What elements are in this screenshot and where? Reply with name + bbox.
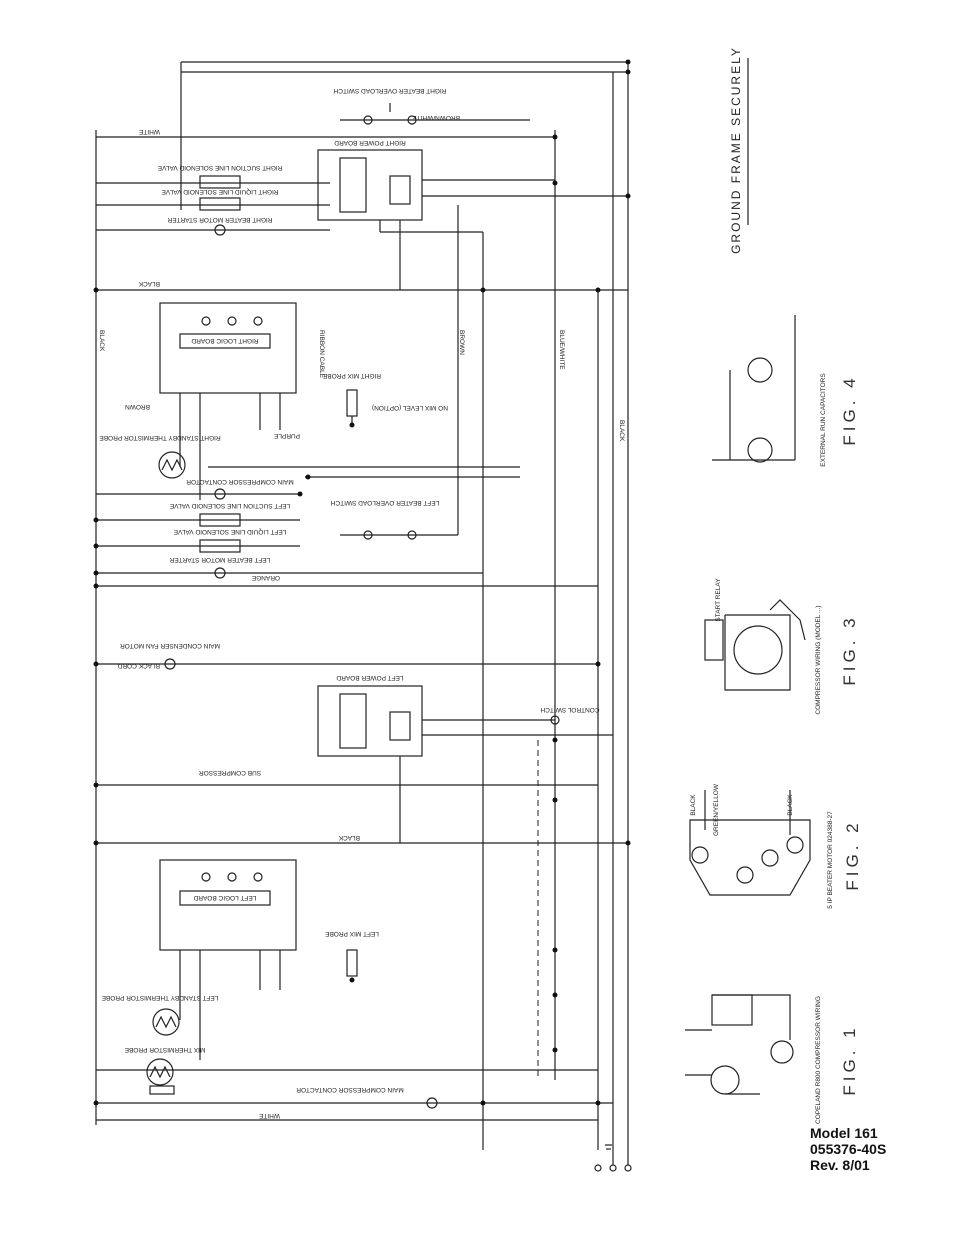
model-number: Model 161 (810, 1125, 878, 1141)
left-logic-board-label: LEFT LOGIC BOARD (193, 894, 256, 901)
fig2-caption: 5 IP BEATER MOTOR 024388-27 (827, 811, 834, 909)
mix-thermistor-probe: MIX THERMISTOR PROBE (124, 1046, 205, 1095)
right-overload-switch: RIGHT BEATER OVERLOAD SWITCH BROWN/WHITE (333, 87, 530, 125)
left-power-board-label: LEFT POWER BOARD (336, 674, 403, 681)
wire-black-vertical: BLACK (618, 420, 625, 442)
right-mix-probe: RIGHT MIX PROBE NO MIX LEVEL (OPTION) (322, 372, 448, 425)
condenser-fan-label: MAIN CONDENSER FAN MOTOR (120, 642, 220, 649)
condenser-fan: MAIN CONDENSER FAN MOTOR (120, 642, 220, 670)
left-beater-starter-label: LEFT BEATER MOTOR STARTER (169, 556, 270, 563)
main-contactor: MAIN COMPRESSOR CONTACTOR (296, 1086, 438, 1109)
left-suction-label: LEFT SUCTION LINE SOLENOID VALVE (169, 502, 290, 509)
ribbon-cable-label: RIBBON CABLE (318, 330, 325, 379)
ground-frame-text: GROUND FRAME SECURELY (729, 46, 743, 254)
fig1-group: COPELAND R800 COMPRESSOR WIRING FIG. 1 (685, 994, 859, 1124)
wire-brown-vertical: BROWN (458, 330, 465, 355)
fig3-relay: START RELAY (715, 578, 722, 622)
right-liquid-label: RIGHT LIQUID LINE SOLENOID VALVE (161, 188, 279, 195)
fig2-green-yellow: GREEN/YELLOW (713, 783, 720, 836)
fig1-label: FIG. 1 (840, 1024, 859, 1095)
right-suction-label: RIGHT SUCTION LINE SOLENOID VALVE (157, 164, 282, 171)
wire-orange-1: ORANGE (251, 574, 280, 581)
no-mix-level-label: NO MIX LEVEL (OPTION) (372, 404, 448, 411)
wire-white-1: WHITE (138, 128, 160, 135)
right-overload-label: RIGHT BEATER OVERLOAD SWITCH (333, 87, 446, 94)
fig4-label: FIG. 4 (840, 374, 859, 445)
left-overload-label: LEFT BEATER OVERLOAD SWITCH (330, 499, 439, 506)
mix-probe-label: MIX THERMISTOR PROBE (124, 1046, 205, 1053)
fig2-group: BLACK GREEN/YELLOW BLACK 5 IP BEATER MOT… (689, 783, 862, 909)
left-logic-board: LEFT LOGIC BOARD (159, 859, 297, 1060)
sub-compressor: SUB COMPRESSOR (199, 769, 261, 776)
fig3-caption: COMPRESSOR WIRING (MODEL ...) (815, 605, 822, 714)
main-contactor-label: MAIN COMPRESSOR CONTACTOR (296, 1086, 404, 1093)
fig2-label: FIG. 2 (843, 819, 862, 890)
fig4-group: EXTERNAL RUN CAPACITORS FIG. 4 (712, 315, 859, 467)
title-block: Model 161 055376-40S Rev. 8/01 (810, 1125, 886, 1173)
left-solenoids: MAIN COMPRESSOR CONTACTOR LEFT SUCTION L… (169, 478, 294, 579)
right-standby-label: RIGHT STANDBY THERMISTOR PROBE (99, 434, 221, 441)
wire-labels: WHITE BLACK BROWN PURPLE ORANGE BLACK WH… (98, 128, 625, 1119)
wire-brown-1: BROWN (125, 403, 150, 410)
left-standby-label: LEFT STANDBY THERMISTOR PROBE (101, 994, 218, 1001)
left-mix-probe: LEFT MIX PROBE (324, 930, 379, 977)
left-mix-probe-label: LEFT MIX PROBE (324, 930, 378, 937)
left-overload-switch: LEFT BEATER OVERLOAD SWITCH (330, 499, 458, 540)
revision: Rev. 8/01 (810, 1157, 870, 1173)
wire-purple-1: PURPLE (273, 432, 300, 439)
wire-black-cord: BLACK CORD (117, 662, 160, 669)
ladder-rungs (96, 136, 628, 1121)
right-logic-board: RIGHT LOGIC BOARD (159, 302, 297, 500)
fig3-label: FIG. 3 (840, 614, 859, 685)
control-switch-label: CONTROL SWITCH (540, 706, 599, 713)
right-power-board: RIGHT POWER BOARD (317, 139, 628, 290)
supply-terminals (594, 1144, 632, 1172)
right-standby-probe: RIGHT STANDBY THERMISTOR PROBE (99, 434, 221, 479)
part-number: 055376-40S (810, 1141, 887, 1157)
fig1-caption: COPELAND R800 COMPRESSOR WIRING (815, 996, 822, 1124)
sub-compressor-label: SUB COMPRESSOR (199, 769, 261, 776)
wire-blue-white: BLUE/WHITE (558, 330, 565, 370)
brown-white-label: BROWN/WHITE (412, 114, 460, 121)
right-beater-starter-label: RIGHT BEATER MOTOR STARTER (167, 216, 272, 223)
fig3-group: START RELAY COMPRESSOR WIRING (MODEL ...… (704, 578, 859, 715)
wire-black-2: BLACK (338, 834, 360, 841)
right-power-board-label: RIGHT POWER BOARD (334, 139, 406, 146)
ground-note: GROUND FRAME SECURELY (729, 46, 749, 254)
fig2-black: BLACK (690, 794, 697, 816)
junction-dots (93, 59, 631, 1106)
right-solenoids: RIGHT SUCTION LINE SOLENOID VALVE RIGHT … (157, 164, 282, 236)
right-mix-probe-label: RIGHT MIX PROBE (322, 372, 381, 379)
main-comp-contactor-label: MAIN COMPRESSOR CONTACTOR (186, 478, 294, 485)
wire-white-2: WHITE (258, 1112, 280, 1119)
wire-black-rail: BLACK (98, 330, 105, 352)
main-rails (95, 61, 629, 1165)
left-power-board: LEFT POWER BOARD CONTROL SWITCH (317, 674, 613, 843)
left-liquid-label: LEFT LIQUID LINE SOLENOID VALVE (173, 528, 286, 535)
fig2-black-2: BLACK (787, 794, 794, 816)
wire-black-1: BLACK (138, 280, 160, 287)
right-logic-board-label: RIGHT LOGIC BOARD (191, 337, 258, 344)
fig4-caption: EXTERNAL RUN CAPACITORS (820, 373, 827, 467)
left-standby-probe: LEFT STANDBY THERMISTOR PROBE (101, 994, 218, 1036)
